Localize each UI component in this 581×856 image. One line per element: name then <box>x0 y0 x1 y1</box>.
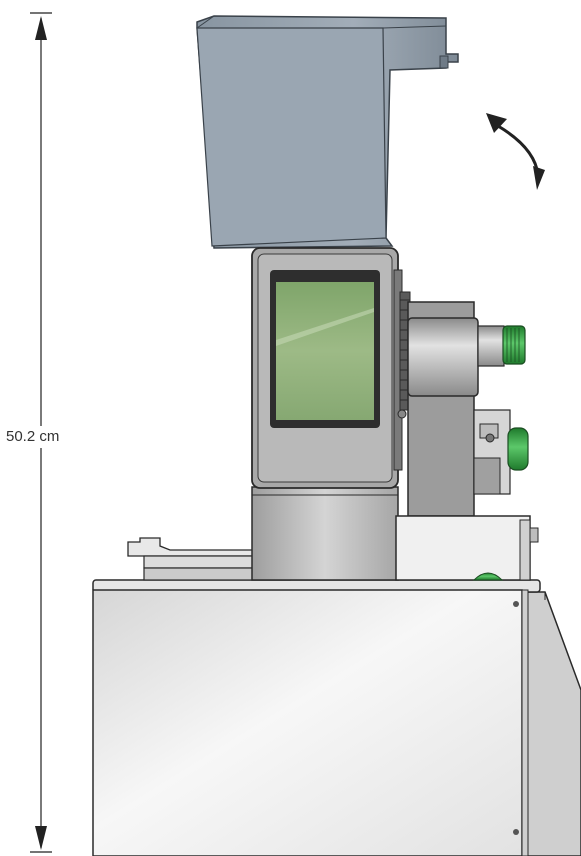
screw-icon <box>397 409 407 419</box>
base-cabinet <box>92 579 541 856</box>
screw-icon <box>513 829 519 835</box>
focus-knob-upper-icon <box>502 325 526 365</box>
stage-block <box>395 515 539 581</box>
dimension-arrow-down-icon <box>35 826 47 850</box>
screw-icon <box>485 433 495 443</box>
dimension-arrow-up-icon <box>35 16 47 40</box>
focus-knob-lower-icon <box>507 427 529 471</box>
screw-icon <box>513 601 519 607</box>
display-housing <box>251 247 407 489</box>
display-screen <box>276 282 374 420</box>
height-dimension-label: 50.2 cm <box>4 426 62 448</box>
central-column <box>251 486 399 581</box>
instrument-lid <box>196 15 459 249</box>
rear-support <box>519 591 581 856</box>
optics-housing <box>407 301 511 517</box>
rotation-arrow-icon <box>486 113 545 190</box>
